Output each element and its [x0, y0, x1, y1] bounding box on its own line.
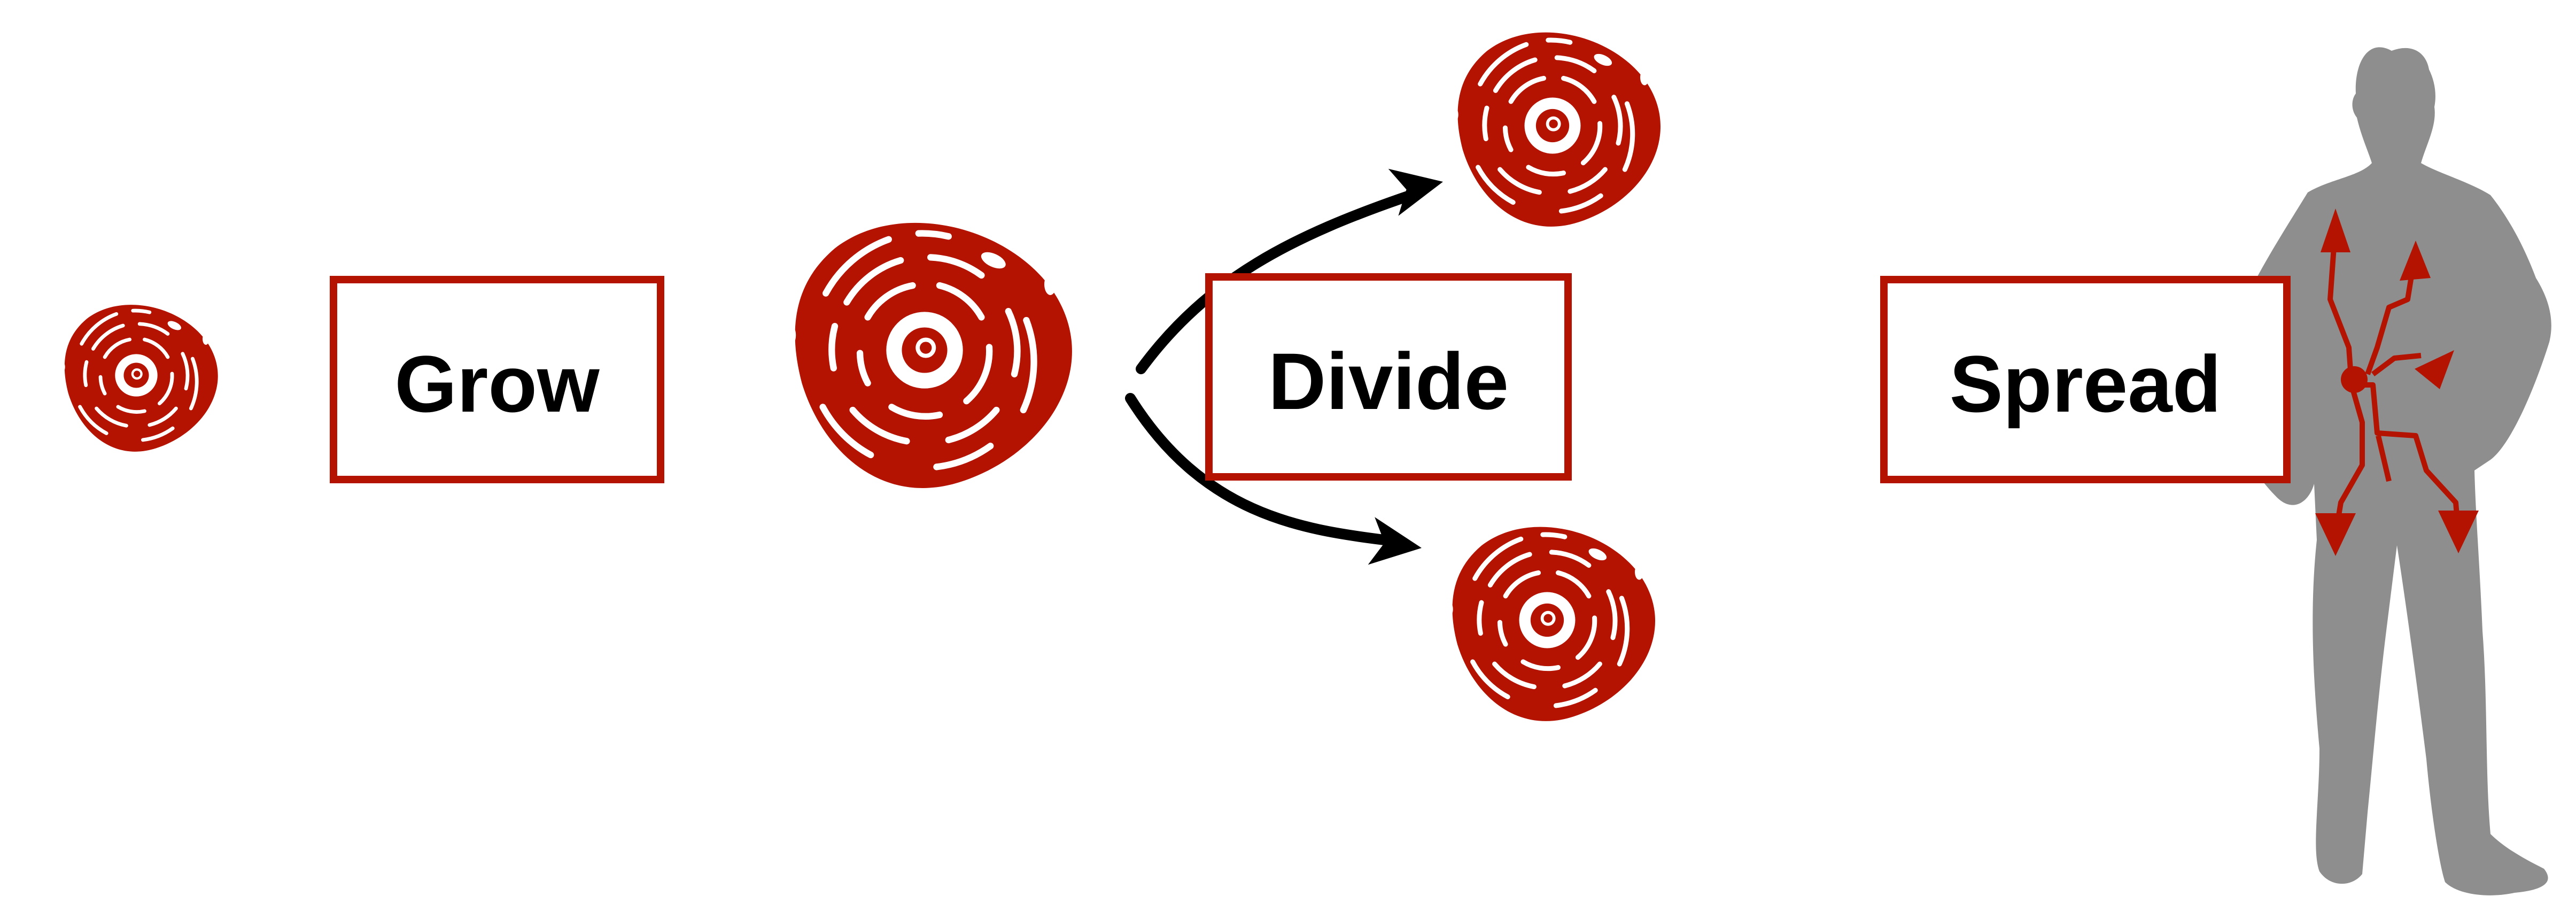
divide-label: Divide: [1268, 336, 1509, 426]
grow-label: Grow: [394, 339, 600, 429]
cell-icon: [1449, 33, 1661, 234]
spread-box: Spread: [1884, 280, 2287, 480]
spread-label: Spread: [1950, 339, 2222, 429]
grow-box: Grow: [333, 280, 661, 480]
cell-icon: [58, 305, 218, 457]
cell-icon: [1444, 527, 1655, 728]
cell-icon: [784, 223, 1072, 498]
divide-box: Divide: [1209, 277, 1568, 477]
